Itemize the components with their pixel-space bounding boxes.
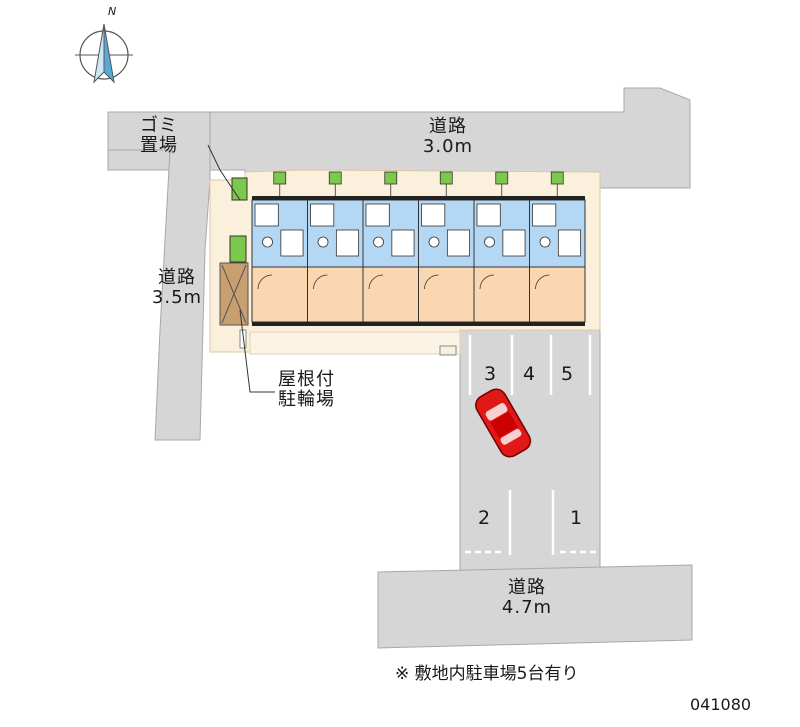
bike-shed-label-line1: 屋根付 xyxy=(278,369,335,390)
bike-shed-label-line2: 駐輪場 xyxy=(278,389,335,411)
unit-lower-floor xyxy=(418,266,475,323)
building-wall-bottom xyxy=(252,322,585,326)
unit-entrance-plant xyxy=(550,171,564,185)
garbage-label: ゴミ 置場 xyxy=(140,115,178,157)
map-code: 041080 xyxy=(690,695,752,714)
road-surfaces xyxy=(107,87,693,649)
unit-toilet xyxy=(484,236,495,248)
road-top-label: 道路 3.0m xyxy=(422,116,474,158)
unit-door-swing xyxy=(313,274,328,290)
unit-door-swing xyxy=(257,274,273,290)
car-roof xyxy=(489,411,519,439)
parking-spot-4: 4 xyxy=(523,363,536,385)
unit-bath xyxy=(310,203,335,227)
unit-door-swing xyxy=(479,274,495,290)
leader-lines xyxy=(207,144,275,393)
garbage-bin xyxy=(231,177,248,201)
road-bottom-width: 4.7m xyxy=(501,597,553,619)
bike-shed-x2 xyxy=(221,264,247,324)
bike-shed xyxy=(219,262,249,326)
unit-toilet xyxy=(539,236,551,248)
parking-spot-3: 3 xyxy=(484,363,497,385)
unit-door-swing xyxy=(424,274,439,290)
unit-entrance-plant xyxy=(384,171,398,185)
unit-toilet xyxy=(262,236,273,248)
parking-spot-5: 5 xyxy=(561,363,574,385)
unit-kitchen xyxy=(446,229,470,257)
unit-bath xyxy=(421,203,446,227)
unit-kitchen xyxy=(280,229,304,257)
road-left-name: 道路 xyxy=(157,267,196,288)
unit-entrance-plant xyxy=(439,171,453,185)
road-bottom-label: 道路 4.7m xyxy=(501,577,553,619)
unit-lower-floor xyxy=(362,266,419,323)
parking-spot-1: 1 xyxy=(570,507,583,529)
unit-lower-floor xyxy=(529,266,586,323)
unit-toilet xyxy=(373,236,384,248)
unit-entrance-plant xyxy=(495,171,509,185)
unit-bath xyxy=(365,203,390,227)
utility-box xyxy=(229,235,247,263)
road-bottom-name: 道路 xyxy=(507,577,546,598)
unit-door-swing xyxy=(535,274,550,290)
unit-entrance-plant xyxy=(273,171,287,185)
parking-stall-lines xyxy=(465,335,598,555)
road-left-width: 3.5m xyxy=(151,287,203,309)
unit-door-swing xyxy=(368,274,384,290)
unit-kitchen xyxy=(557,229,581,257)
unit-bath xyxy=(254,203,279,227)
unit-lower-floor xyxy=(307,266,364,323)
compass-north-label: N xyxy=(108,5,117,18)
unit-kitchen xyxy=(391,229,415,257)
unit-bath xyxy=(476,203,501,227)
parking-spot-2: 2 xyxy=(478,507,491,529)
meter-box xyxy=(439,345,457,356)
unit-lower-floor xyxy=(251,266,308,323)
car-windshield xyxy=(485,403,508,421)
unit-entrance-plant xyxy=(328,171,342,185)
road-bottom xyxy=(377,564,693,649)
road-top-width: 3.0m xyxy=(422,136,474,158)
garbage-label-line2: 置場 xyxy=(140,135,178,157)
road-left-label: 道路 3.5m xyxy=(151,267,203,309)
unit-lower-floor xyxy=(473,266,530,323)
unit-toilet xyxy=(428,236,440,248)
garbage-label-line1: ゴミ xyxy=(140,115,178,136)
red-car-icon xyxy=(475,388,532,458)
unit-bath xyxy=(532,203,557,227)
parking-note: ※ 敷地内駐車場5台有り xyxy=(395,664,579,684)
building-wall-top xyxy=(252,196,585,200)
compass-icon xyxy=(75,23,133,84)
post xyxy=(239,329,247,349)
compass-needle-dark xyxy=(103,23,115,84)
lot-strip xyxy=(249,331,461,355)
unit-kitchen xyxy=(335,229,359,257)
unit-kitchen xyxy=(502,229,526,257)
bike-leader xyxy=(239,309,275,393)
bike-shed-label: 屋根付 駐輪場 xyxy=(278,369,335,411)
car-rear-window xyxy=(500,428,522,445)
road-left xyxy=(107,111,211,441)
unit-toilet xyxy=(317,236,329,248)
apartment-building xyxy=(251,171,586,326)
road-top-name: 道路 xyxy=(428,116,467,137)
garbage-leader xyxy=(207,144,241,201)
